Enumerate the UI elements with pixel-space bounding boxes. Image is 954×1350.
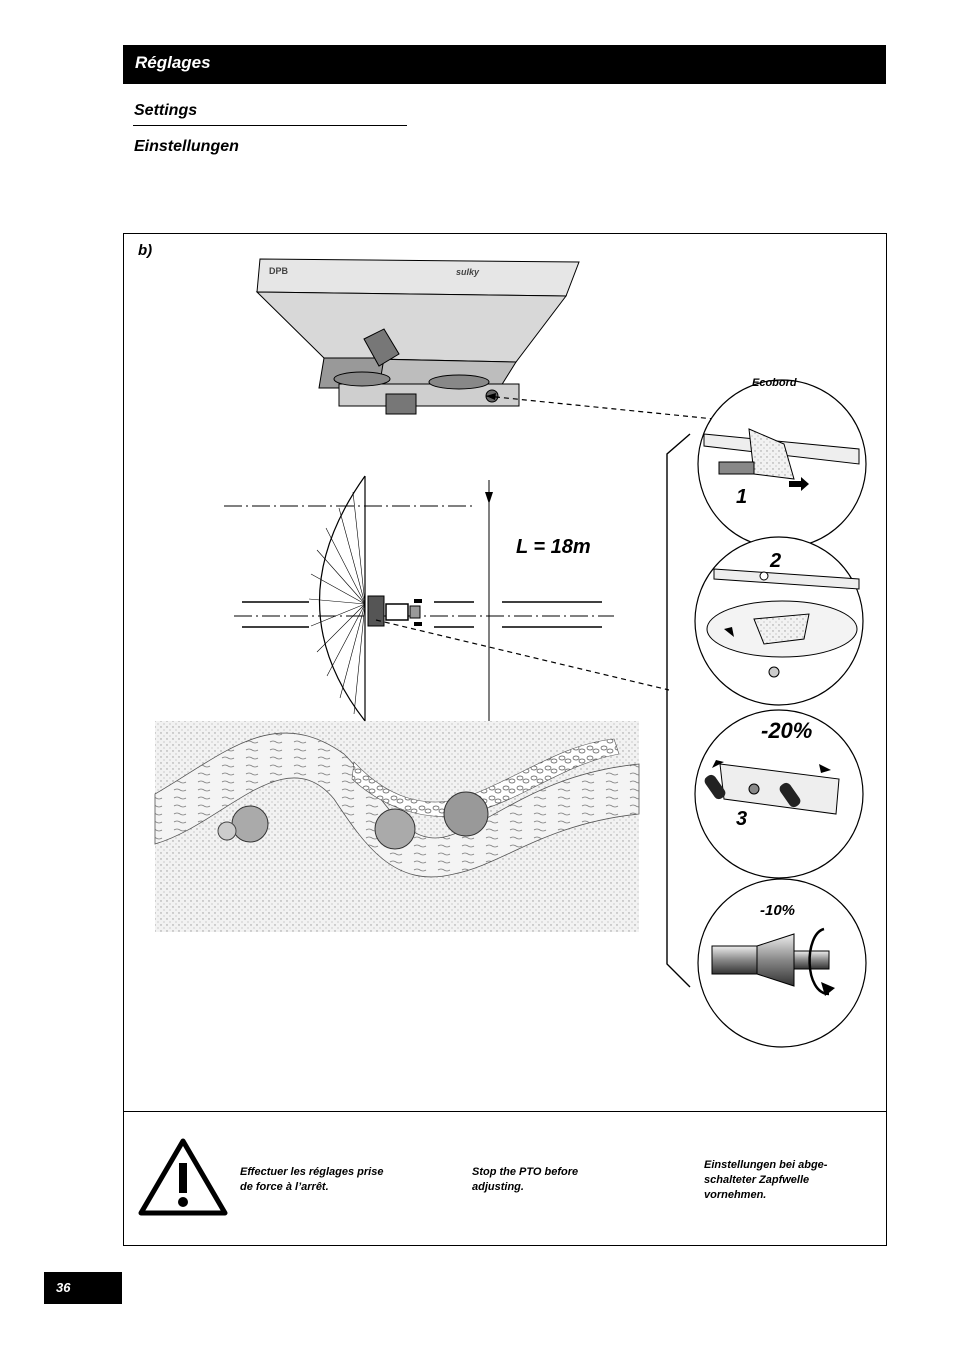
warning-text-german: Einstellungen bei abge- schalteter Zapfw… bbox=[704, 1159, 828, 1201]
working-width-dimension bbox=[485, 480, 493, 746]
page-title: Réglages bbox=[135, 53, 211, 72]
frame-divider bbox=[124, 1111, 886, 1112]
hopper-brand-left: DPB bbox=[269, 266, 289, 276]
page-number-box: 36 bbox=[44, 1272, 122, 1304]
warning-triangle-icon bbox=[138, 1138, 228, 1216]
ecobord-label: Ecobord bbox=[752, 377, 797, 389]
subtitle-english: Settings bbox=[134, 102, 198, 119]
subtitle-rule bbox=[133, 125, 407, 126]
working-width-label: L = 18m bbox=[516, 536, 591, 558]
hopper-brand-right: sulky bbox=[456, 267, 480, 277]
spreader-hopper: DPB sulky bbox=[255, 258, 580, 415]
step-1-label: 1 bbox=[736, 486, 748, 508]
page-number: 36 bbox=[56, 1280, 71, 1295]
spread-pattern bbox=[224, 475, 614, 722]
step-3-label: 3 bbox=[736, 808, 748, 830]
detail-circle-adjust bbox=[694, 709, 864, 879]
detail-bracket bbox=[666, 433, 691, 988]
percent-minus10-label: -10% bbox=[760, 902, 796, 919]
warning-text-french: Effectuer les réglages prise de force à … bbox=[240, 1166, 384, 1193]
detail-circle-ecobord bbox=[697, 379, 867, 549]
figure-frame: b) bbox=[123, 233, 887, 1246]
header-bar: Réglages bbox=[123, 45, 886, 84]
detail-circle-pto bbox=[697, 878, 867, 1048]
percent-minus20-label: -20% bbox=[761, 718, 813, 743]
leader-line-hopper bbox=[485, 395, 725, 421]
warning-text-english: Stop the PTO before adjusting. bbox=[472, 1166, 579, 1193]
figure-illustration: DPB sulky bbox=[154, 258, 867, 1048]
figure-label: b) bbox=[138, 242, 153, 259]
landscape-illustration bbox=[154, 721, 640, 932]
step-2-label: 2 bbox=[770, 550, 782, 572]
leader-line-tractor bbox=[375, 619, 670, 691]
detail-circle-disc bbox=[694, 536, 864, 706]
subtitle-german: Einstellungen bbox=[134, 138, 239, 155]
